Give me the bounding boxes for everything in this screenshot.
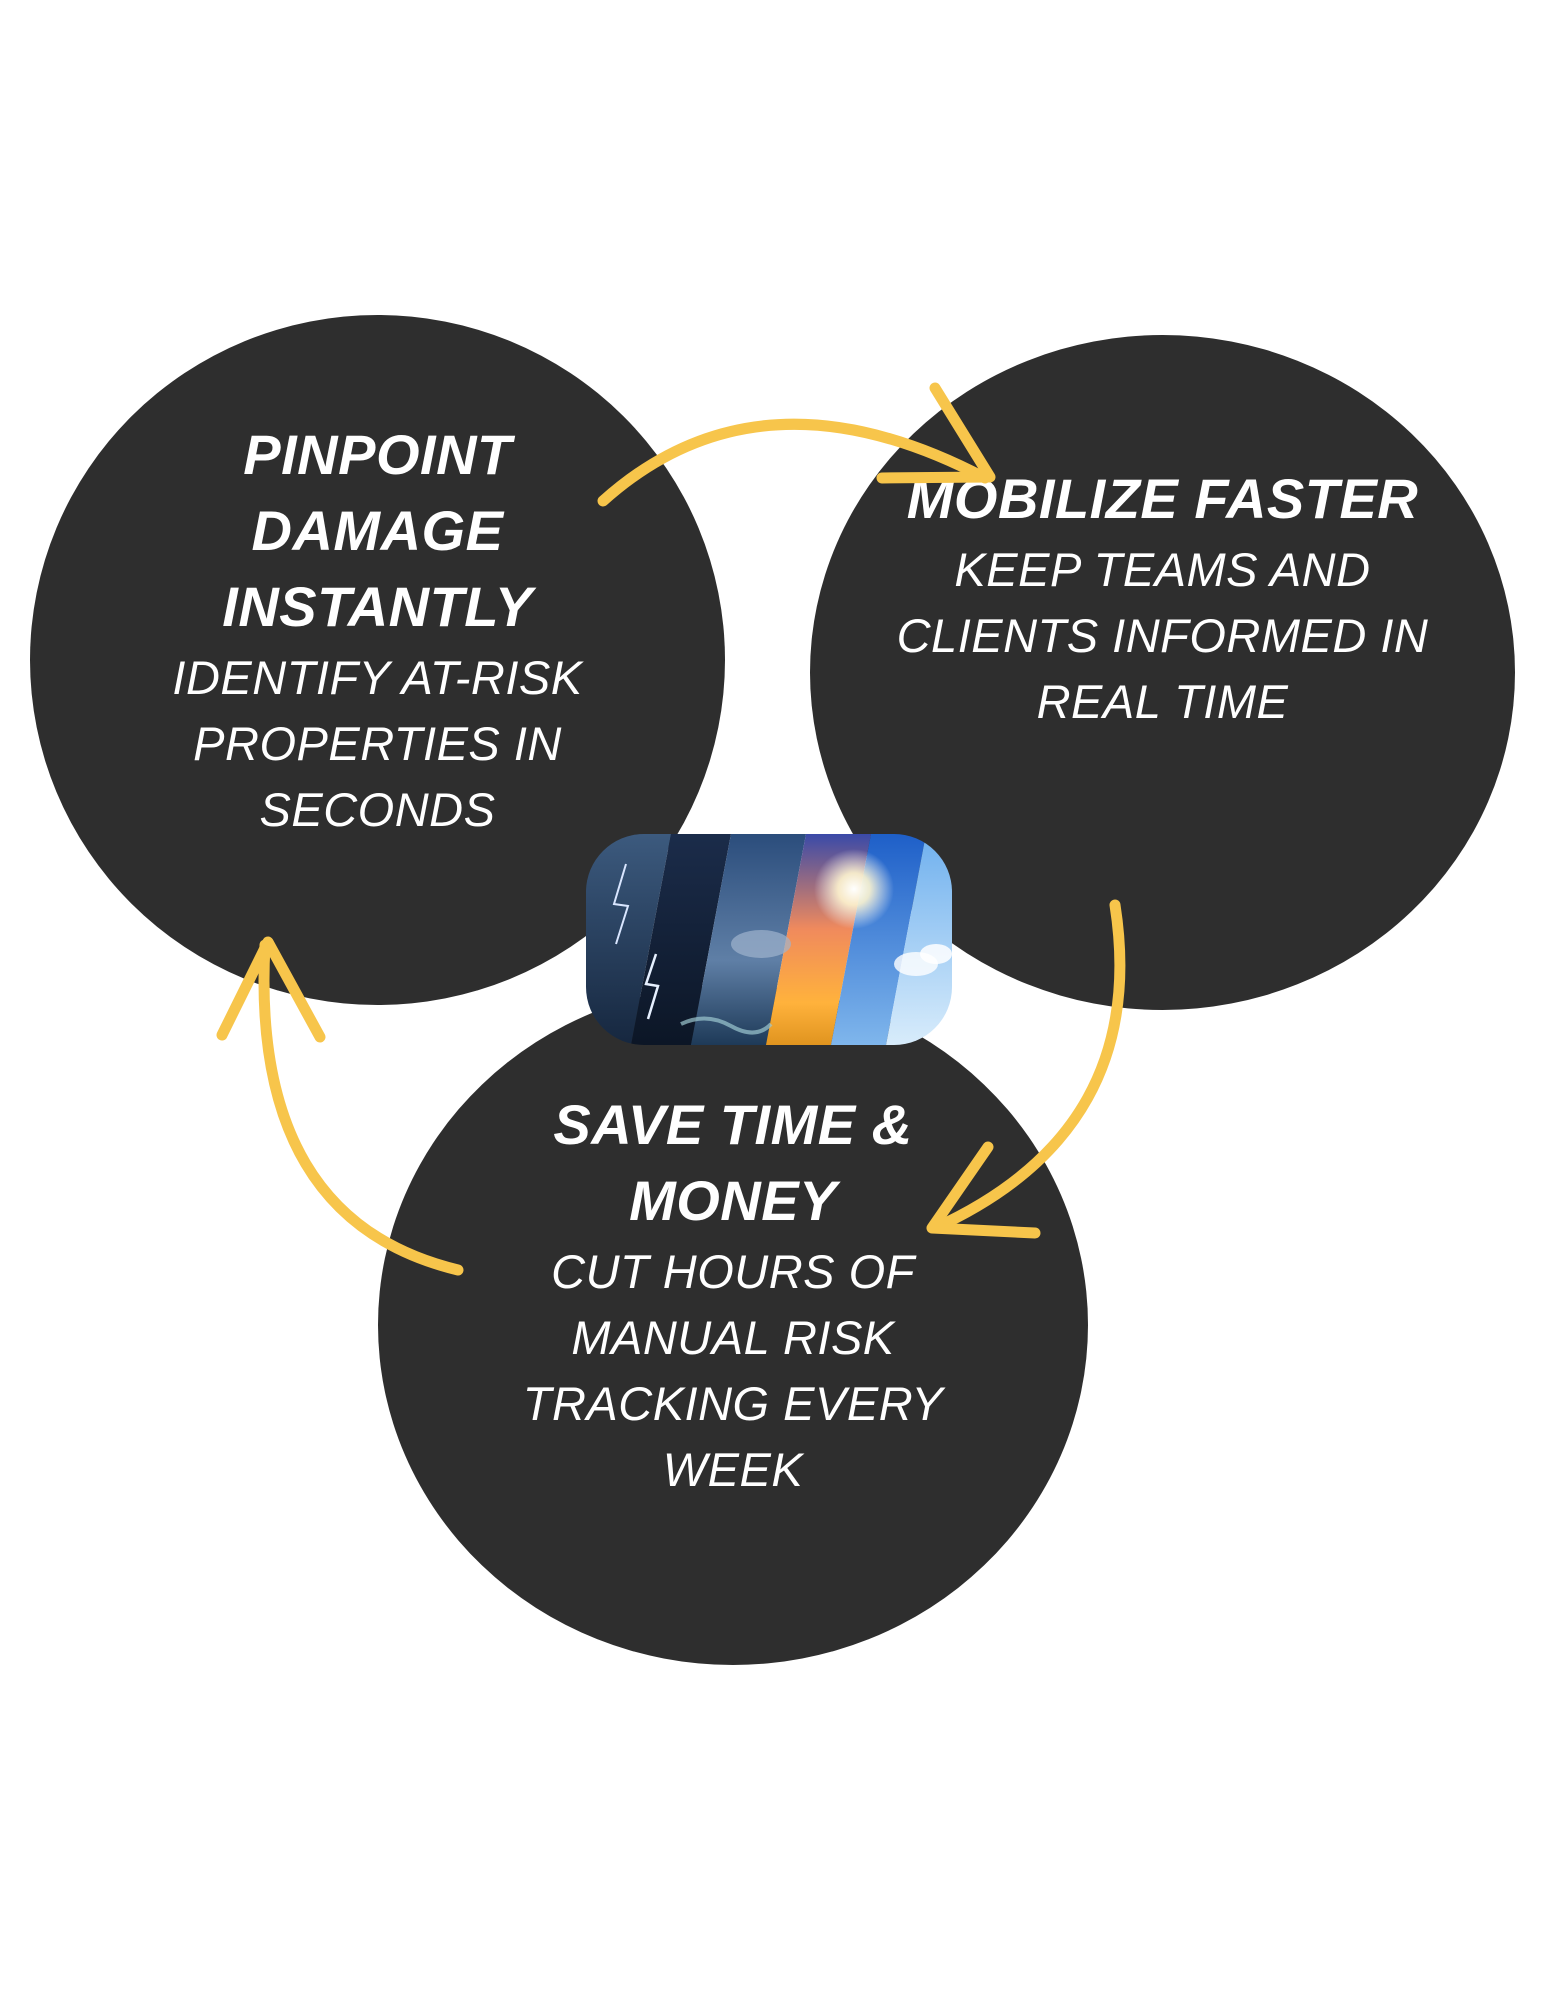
- weather-collage-icon: [586, 834, 952, 1045]
- node-description: CUT HOURS OF MANUAL RISK TRACKING EVERY …: [522, 1245, 944, 1496]
- arrow-top: [597, 418, 991, 507]
- weather-collage-image: [586, 834, 952, 1045]
- node-title: PINPOINT DAMAGE INSTANTLY: [222, 423, 533, 638]
- arrow-left-head: [216, 936, 326, 1043]
- node-pinpoint-damage: PINPOINT DAMAGE INSTANTLY IDENTIFY AT-RI…: [30, 315, 725, 1005]
- node-content: PINPOINT DAMAGE INSTANTLY IDENTIFY AT-RI…: [163, 417, 593, 843]
- node-content: SAVE TIME & MONEY CUT HOURS OF MANUAL RI…: [483, 1087, 983, 1503]
- node-description: KEEP TEAMS AND CLIENTS INFORMED IN REAL …: [896, 542, 1429, 728]
- arrow-right: [929, 899, 1126, 1234]
- node-title: SAVE TIME & MONEY: [553, 1093, 913, 1232]
- arrow-left: [258, 939, 464, 1276]
- arrow-right-head: [926, 1141, 1041, 1239]
- node-save-time-money: SAVE TIME & MONEY CUT HOURS OF MANUAL RI…: [378, 985, 1088, 1665]
- arrow-top-head: [876, 382, 996, 484]
- node-content: MOBILIZE FASTER KEEP TEAMS AND CLIENTS I…: [883, 461, 1443, 735]
- node-description: IDENTIFY AT-RISK PROPERTIES IN SECONDS: [172, 651, 583, 836]
